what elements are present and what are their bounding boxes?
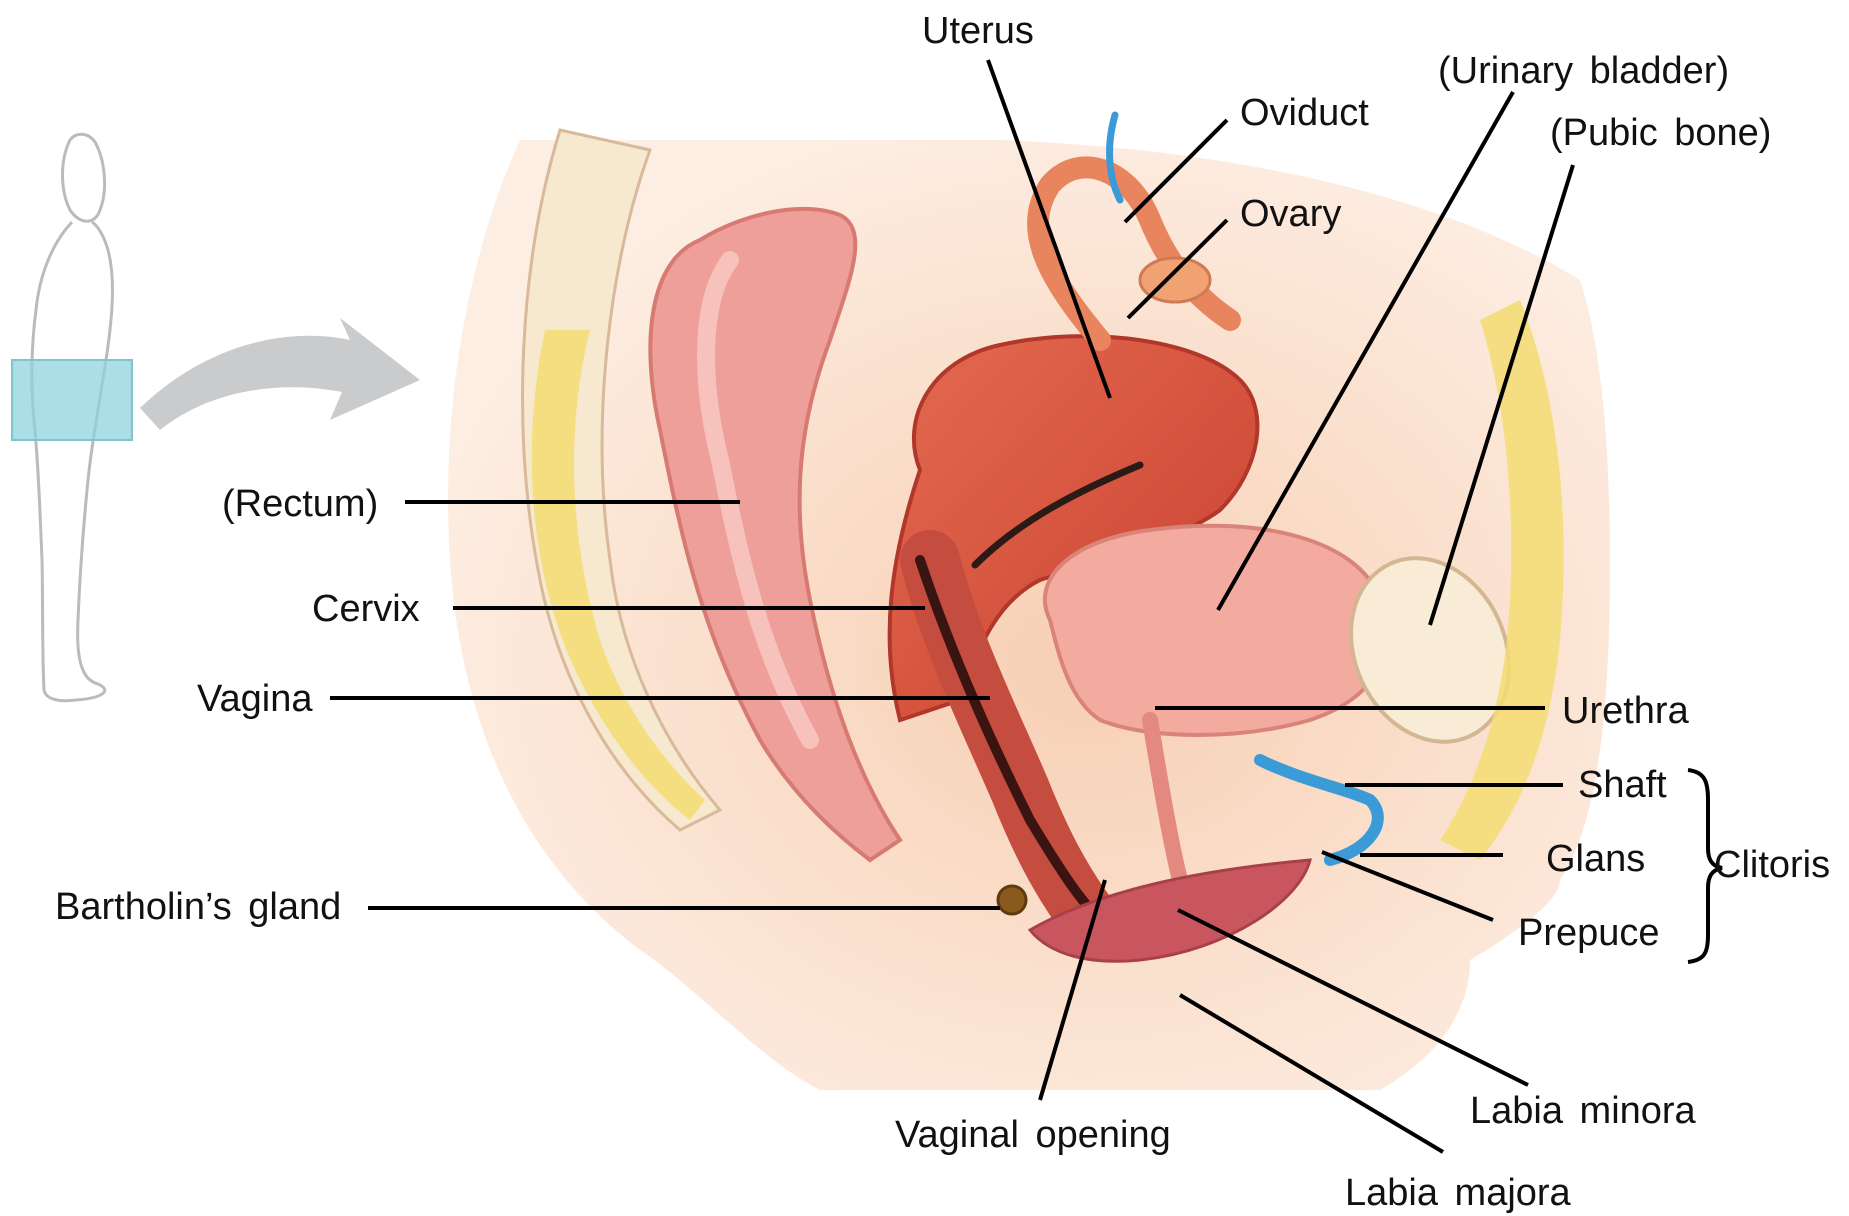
label-uterus: Uterus <box>922 12 1034 50</box>
label-clitoris: Clitoris <box>1714 846 1830 884</box>
label-vagina: Vagina <box>197 680 313 718</box>
label-labia-minora: Labia minora <box>1470 1092 1696 1130</box>
arrow-icon <box>140 318 420 430</box>
label-prepuce: Prepuce <box>1518 914 1660 952</box>
label-bartholins-gland: Bartholin’s gland <box>55 888 341 926</box>
locator-highlight-box <box>12 360 132 440</box>
label-ovary: Ovary <box>1240 195 1341 233</box>
label-pubic-bone: (Pubic bone) <box>1550 114 1771 152</box>
label-urethra: Urethra <box>1562 692 1689 730</box>
label-cervix: Cervix <box>312 590 420 628</box>
label-glans: Glans <box>1546 840 1645 878</box>
label-shaft: Shaft <box>1578 766 1667 804</box>
label-urinary-bladder: (Urinary bladder) <box>1438 52 1729 90</box>
label-oviduct: Oviduct <box>1240 94 1369 132</box>
label-rectum: (Rectum) <box>222 485 378 523</box>
urinary-bladder <box>1045 526 1386 735</box>
label-labia-majora: Labia majora <box>1345 1174 1571 1212</box>
bartholins-gland <box>998 886 1026 914</box>
label-vaginal-opening: Vaginal opening <box>895 1116 1171 1154</box>
